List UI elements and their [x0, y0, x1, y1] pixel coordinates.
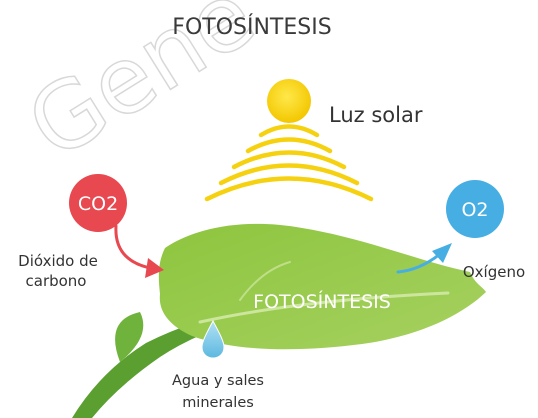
leaf-label: FOTOSÍNTESIS: [253, 290, 391, 313]
o2-label: Oxígeno: [463, 263, 525, 281]
sun-rays-icon: [204, 124, 374, 202]
water-label-line2: minerales: [182, 395, 254, 411]
sun-icon: [267, 79, 311, 123]
small-leaf: [115, 312, 144, 362]
co2-arrow-head-icon: [145, 258, 164, 278]
stem: [72, 323, 203, 418]
co2-arrow: [114, 224, 152, 270]
leaf-midrib: [198, 291, 450, 324]
o2-arrow: [396, 252, 442, 274]
co2-badge-text: CO2: [78, 193, 118, 215]
co2-label-line2: carbono: [26, 272, 87, 290]
leaf-vein: [239, 261, 291, 301]
co2-badge: [69, 174, 127, 232]
diagram-title: FOTOSÍNTESIS: [172, 14, 331, 40]
co2-label-line1: Dióxido de: [18, 252, 98, 270]
o2-arrow-head-icon: [432, 243, 452, 263]
water-label-line1: Agua y sales: [172, 373, 264, 389]
sun-label: Luz solar: [329, 103, 423, 127]
water-drop-icon: [201, 319, 225, 359]
o2-badge: [446, 180, 504, 238]
leaf-shape: [158, 223, 486, 350]
o2-badge-text: O2: [461, 199, 488, 221]
